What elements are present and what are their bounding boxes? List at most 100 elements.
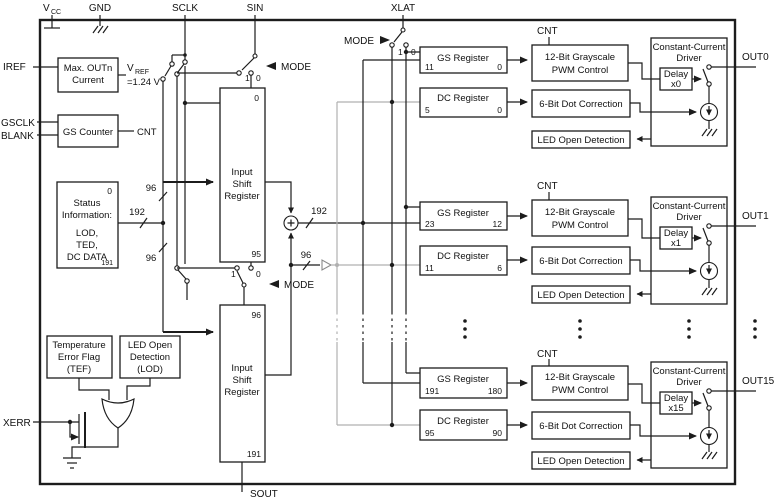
bus-width-tick	[302, 260, 311, 271]
tef-line3: (TEF)	[67, 364, 91, 375]
gs-register-label: GS Register	[437, 53, 489, 64]
constant-current-driver-box	[650, 361, 728, 469]
device-outline	[38, 18, 737, 486]
channel-15: GS Register 191 180 CNT 12-Bit Grayscale…	[419, 349, 775, 470]
tef-line2: Error Flag	[58, 352, 100, 363]
ground-icon	[701, 287, 718, 296]
gs-register-box	[419, 201, 508, 231]
status-information: 0 Status Information: LOD, TED, DC DATA …	[56, 181, 119, 269]
vref-value: =1.24 V	[127, 77, 161, 88]
status-line2: Information:	[62, 210, 112, 221]
pin-sclk: SCLK	[172, 3, 198, 60]
delay-line1: Delay	[664, 393, 689, 404]
pin-xerr-label: XERR	[3, 418, 31, 429]
driver-line1: Constant-Current	[653, 201, 726, 212]
dc-register-msb: 95	[425, 428, 435, 438]
isr1-line3: Register	[224, 191, 259, 202]
driver-line2: Driver	[676, 377, 701, 388]
led-open-detection-box	[531, 451, 631, 470]
ground-icon	[63, 457, 81, 469]
led-open-detection-box	[531, 285, 631, 304]
mode-zero-label: 0	[256, 73, 261, 83]
gs-register-label: GS Register	[437, 208, 489, 219]
lod-line1: LED Open	[128, 340, 172, 351]
driver-line1: Constant-Current	[653, 42, 726, 53]
delay-line2: x1	[671, 238, 681, 249]
max-outn-line1: Max. OUTn	[64, 63, 113, 74]
constant-current-driver-box	[650, 196, 728, 305]
led-open-detection-label: LED Open Detection	[537, 456, 624, 467]
dc-register-box	[419, 87, 508, 118]
pin-blank-label: BLANK	[1, 131, 34, 142]
switch-contact	[236, 70, 242, 76]
channel-0: GS Register 11 0 CNT 12-Bit Grayscale PW…	[419, 26, 769, 149]
isr1-corner-bottom: 95	[252, 249, 262, 259]
isr1-box	[219, 87, 266, 263]
gs-register-msb: 23	[425, 219, 435, 229]
status-corner-top: 0	[107, 186, 112, 196]
dc-register-label: DC Register	[437, 251, 489, 262]
switch-pole	[400, 27, 406, 33]
gs-register-msb: 11	[425, 62, 434, 72]
pin-vcc-label: V	[43, 3, 50, 14]
gs-register-label: GS Register	[437, 374, 489, 385]
switch-contact	[706, 388, 712, 394]
pwm-line1: 12-Bit Grayscale	[545, 52, 615, 63]
gs-counter-cnt-label: CNT	[137, 127, 157, 138]
isr2-corner-top: 96	[252, 310, 262, 320]
dc-register-msb: 11	[425, 263, 434, 273]
input-shift-register-1: 0 Input Shift Register 95	[219, 87, 266, 263]
switch-pole	[241, 282, 247, 288]
continuation-dots	[463, 319, 757, 339]
isr2-line1: Input	[231, 363, 252, 374]
switch-contact	[403, 42, 409, 48]
switch-contact	[169, 61, 175, 67]
isr1-line1: Input	[231, 167, 252, 178]
pwm-line1: 12-Bit Grayscale	[545, 372, 615, 383]
bus-width-tick	[139, 217, 148, 229]
lod-box	[119, 335, 181, 379]
switch-contact	[182, 59, 188, 65]
switch-pole	[252, 53, 258, 59]
dot-correction-label: 6-Bit Dot Correction	[539, 421, 622, 432]
mode-one-label: 1	[245, 73, 250, 83]
status-corner-bottom: 191	[101, 260, 113, 267]
dot-correction-box	[531, 411, 631, 440]
pin-sin: SIN	[247, 3, 264, 54]
pin-sin-label: SIN	[247, 3, 264, 14]
pin-vcc: V CC	[43, 3, 61, 29]
switch-contact	[706, 405, 712, 411]
transistor-icon	[78, 412, 86, 448]
dot-correction-box	[531, 246, 631, 275]
led-open-detection-label: LED Open Detection	[537, 135, 624, 146]
max-outn-line2: Current	[72, 75, 104, 86]
pin-vcc-sub: CC	[51, 9, 61, 16]
bus-192-right-label: 192	[311, 206, 327, 217]
driver-line1: Constant-Current	[653, 366, 726, 377]
ground-icon	[701, 128, 718, 137]
led-open-detection-label: LED Open Detection	[537, 290, 624, 301]
switch-contact	[248, 265, 254, 271]
pin-sout-label: SOUT	[250, 489, 278, 500]
gs-register-lsb: 0	[497, 62, 502, 72]
isr2-corner-bottom: 191	[247, 449, 261, 459]
driver-line2: Driver	[676, 53, 701, 64]
vref-sub: REF	[135, 69, 149, 76]
mode-one-label: 1	[398, 47, 403, 57]
mode-arrow-icon	[266, 62, 276, 70]
serial-input-switches	[160, 53, 220, 300]
data-distribution-wires	[331, 47, 420, 428]
pin-gnd-label: GND	[89, 3, 111, 14]
switch-contact	[389, 42, 395, 48]
dc-register-msb: 5	[425, 105, 430, 115]
pin-out15-label: OUT15	[742, 376, 775, 387]
tef-line1: Temperature	[52, 340, 105, 351]
status-information-box	[56, 181, 119, 269]
pwm-control-box	[531, 365, 629, 401]
cnt-label: CNT	[537, 26, 558, 37]
cnt-label: CNT	[537, 181, 558, 192]
pin-gsclk-label: GSCLK	[1, 118, 35, 129]
switch-contact	[184, 278, 190, 284]
pin-out1-label: OUT1	[742, 211, 769, 222]
output-switch-icon	[702, 392, 709, 407]
